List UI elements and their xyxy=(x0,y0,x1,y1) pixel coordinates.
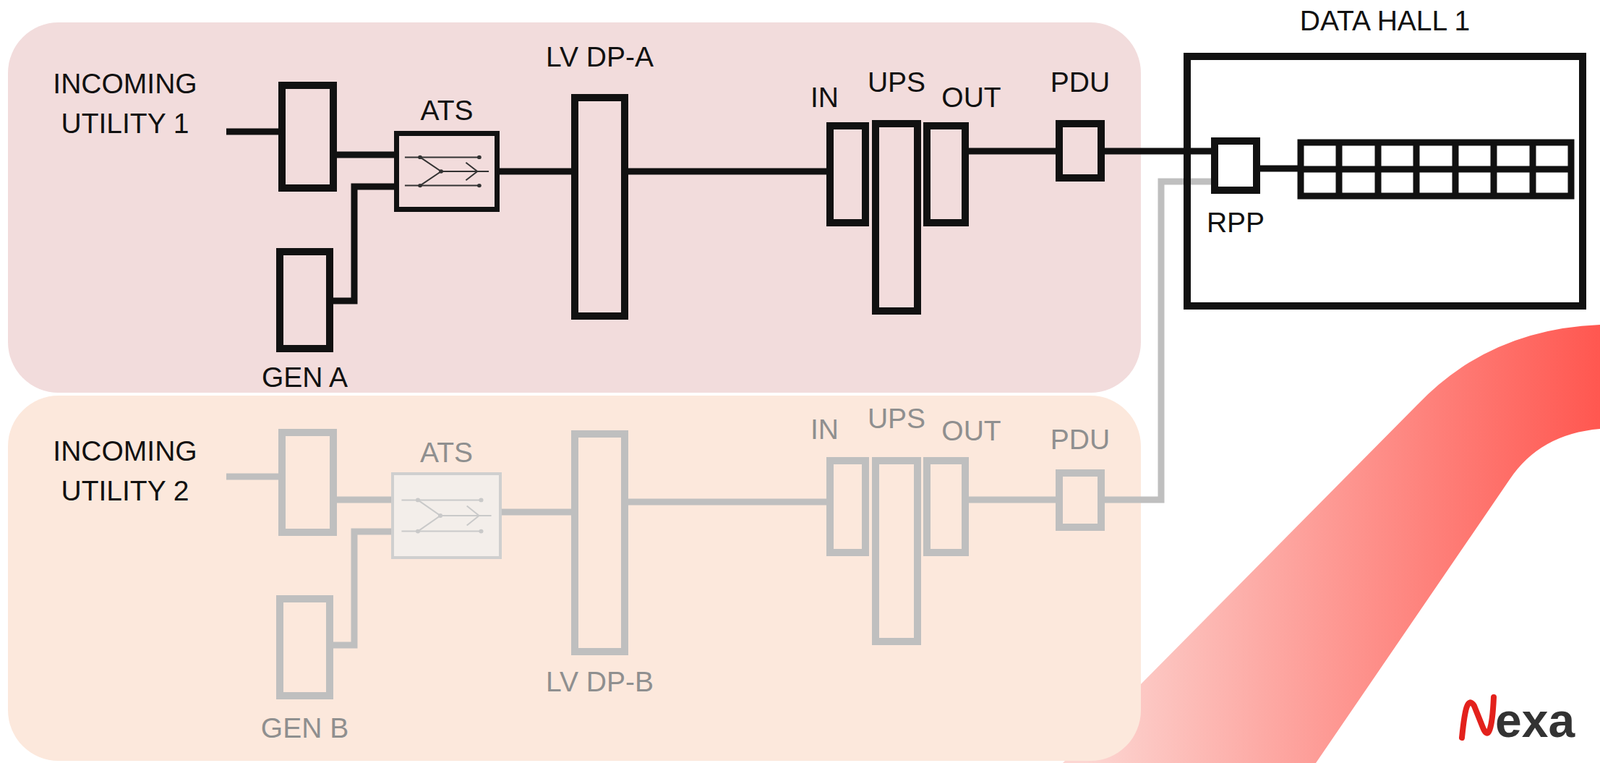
ats-b-fill xyxy=(391,472,502,559)
label-block: GEN A xyxy=(261,362,348,392)
label-block: IN xyxy=(810,83,839,112)
generator: GEN B xyxy=(276,595,334,700)
logo-wordmark: exa xyxy=(1495,696,1575,744)
power-feed-line xyxy=(967,496,1058,504)
label-block: PDU xyxy=(1050,425,1110,454)
utility-feed-stub xyxy=(226,128,282,136)
component-label: GEN B xyxy=(261,713,349,742)
rack-row xyxy=(1300,142,1572,196)
label-block: PDU xyxy=(1050,67,1110,97)
utility-breaker: INCOMING UTILITY 1 xyxy=(278,81,337,192)
label-block: UPS xyxy=(867,67,926,97)
power-feed-line xyxy=(967,148,1058,155)
component-label: UPS xyxy=(867,67,926,97)
ups-unit: UPS xyxy=(871,456,922,645)
ats-switch-symbol xyxy=(401,497,491,533)
ats-switch-symbol xyxy=(404,155,489,188)
power-feed-line xyxy=(331,186,396,301)
pdu-box: PDU xyxy=(1055,120,1105,182)
ups-input: IN xyxy=(826,122,870,227)
label-block: LV DP-B xyxy=(545,667,654,696)
distribution-panel: LV DP-B xyxy=(571,430,629,656)
component-label: IN xyxy=(810,415,839,444)
label-block: INCOMING UTILITY 1 xyxy=(31,64,220,144)
label-block: RPP xyxy=(1206,208,1265,237)
rpp-box: RPP xyxy=(1211,137,1261,194)
power-feed-line xyxy=(331,531,393,645)
label-block: ATS xyxy=(420,96,474,125)
power-feed-line xyxy=(1103,181,1213,500)
component-label: IN xyxy=(810,83,839,112)
utility-feed-stub xyxy=(226,473,282,481)
component-label: DATA HALL 1 xyxy=(1299,6,1471,35)
power-feed-line xyxy=(626,498,828,506)
component-label: INCOMING UTILITY 1 xyxy=(31,64,220,144)
feed-b-band xyxy=(7,395,1141,761)
data-hall: DATA HALL 1RPP xyxy=(1183,52,1587,310)
brand-swoosh xyxy=(1062,324,1600,763)
transfer-switch: ATS xyxy=(394,130,500,212)
label-block: LV DP-A xyxy=(545,42,654,71)
component-label: PDU xyxy=(1050,425,1110,454)
component-label: UPS xyxy=(867,404,926,433)
feed-a-band xyxy=(7,22,1141,393)
component-label: ATS xyxy=(420,438,473,467)
ups-output: OUT xyxy=(923,456,969,556)
label-block: INCOMING UTILITY 2 xyxy=(31,431,220,511)
component-label: PDU xyxy=(1050,67,1110,97)
logo-n-mark xyxy=(1461,696,1494,738)
label-block: ATS xyxy=(420,438,473,467)
generator: GEN A xyxy=(276,247,334,353)
pdu-box: PDU xyxy=(1055,469,1105,531)
component-label: GEN A xyxy=(261,362,348,392)
label-block: GEN B xyxy=(261,713,349,742)
component-label: LV DP-B xyxy=(545,667,654,696)
utility-breaker: INCOMING UTILITY 2 xyxy=(278,428,337,536)
power-feed-line xyxy=(498,168,573,175)
power-feed-line xyxy=(500,508,573,516)
label-block: DATA HALL 1 xyxy=(1299,6,1471,35)
component-label: LV DP-A xyxy=(545,42,654,71)
component-label: OUT xyxy=(941,416,1001,445)
label-block: UPS xyxy=(867,404,926,433)
label-block: OUT xyxy=(941,83,1001,112)
power-feed-line xyxy=(1103,148,1213,155)
power-feed-line xyxy=(626,168,828,175)
power-feed-line xyxy=(335,151,396,159)
distribution-panel: LV DP-A xyxy=(571,93,629,320)
component-label: OUT xyxy=(941,83,1001,112)
ups-unit: UPS xyxy=(871,120,922,315)
label-block: OUT xyxy=(941,416,1001,445)
ups-output: OUT xyxy=(923,122,969,227)
ups-input: IN xyxy=(826,456,870,556)
transfer-switch: ATS xyxy=(391,472,502,559)
component-label: INCOMING UTILITY 2 xyxy=(31,431,220,511)
component-label: ATS xyxy=(420,96,474,125)
power-feed-line xyxy=(335,496,393,504)
component-label: RPP xyxy=(1206,208,1265,237)
label-block: IN xyxy=(810,415,839,444)
rpp-to-rack-wire xyxy=(1258,165,1302,173)
